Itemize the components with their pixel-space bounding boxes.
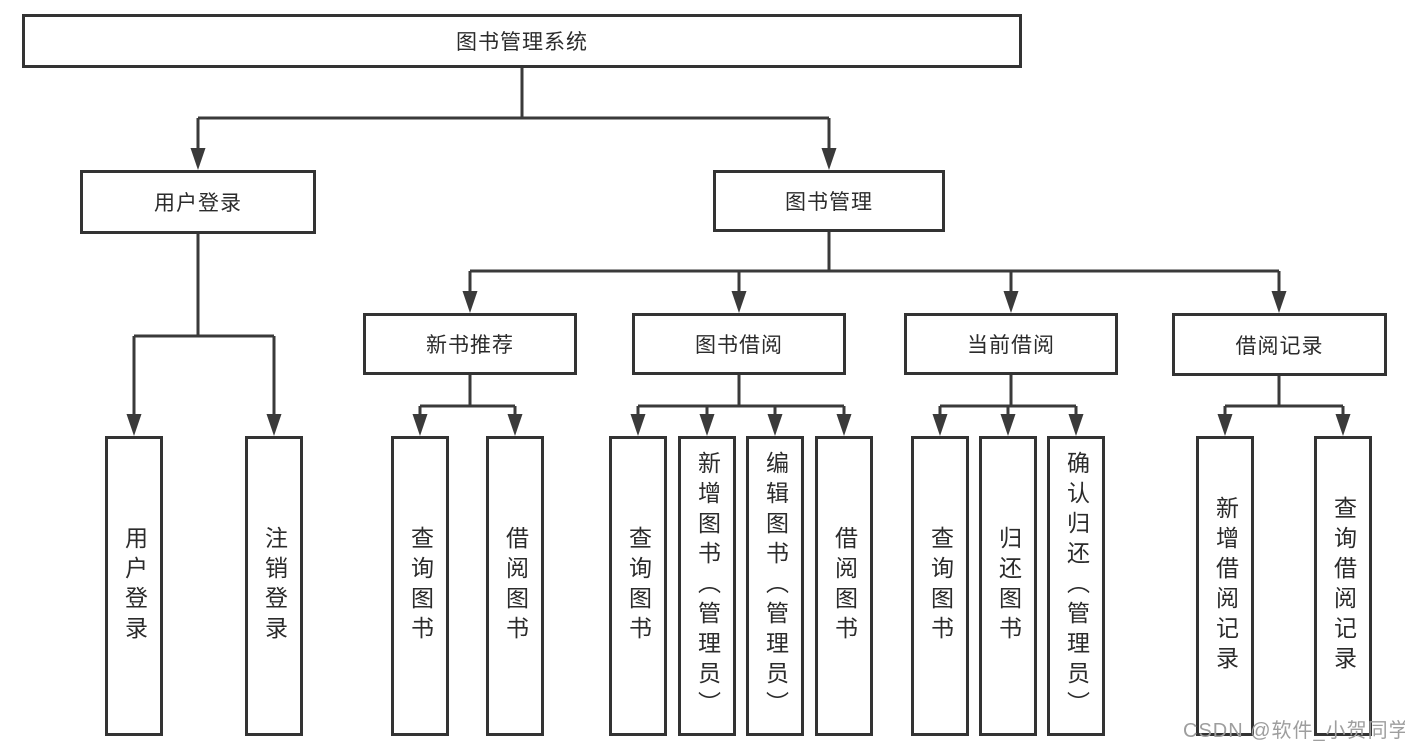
leaf-borrow-borrow-books: 借阅图书 xyxy=(815,436,873,736)
connector-borrow-record-split xyxy=(1217,375,1351,436)
connector-new-book-split xyxy=(412,375,523,436)
leaf-add-borrow-record: 新增借阅记录 xyxy=(1196,436,1254,736)
leaf-newbook-query-books: 查询图书 xyxy=(391,436,449,736)
node-book-management: 图书管理 xyxy=(713,170,945,232)
connector-root-split xyxy=(190,68,837,170)
connector-book-management-split xyxy=(462,232,1287,313)
connector-current-borrow-split xyxy=(932,375,1084,436)
leaf-query-borrow-record: 查询借阅记录 xyxy=(1314,436,1372,736)
csdn-watermark: CSDN @软件_小贺同学 xyxy=(1183,720,1405,742)
node-book-borrow: 图书借阅 xyxy=(632,313,846,375)
leaf-user-login: 用户登录 xyxy=(105,436,163,736)
leaf-current-query-books: 查询图书 xyxy=(911,436,969,736)
leaf-return-books: 归还图书 xyxy=(979,436,1037,736)
leaf-newbook-borrow-books: 借阅图书 xyxy=(486,436,544,736)
node-new-book-recommend: 新书推荐 xyxy=(363,313,577,375)
connector-book-borrow-split xyxy=(630,375,852,436)
node-root: 图书管理系统 xyxy=(22,14,1022,68)
leaf-edit-books-admin: 编辑图书（管理员） xyxy=(746,436,804,736)
leaf-add-books-admin: 新增图书（管理员） xyxy=(678,436,736,736)
node-current-borrow: 当前借阅 xyxy=(904,313,1118,375)
leaf-confirm-return-admin: 确认归还（管理员） xyxy=(1047,436,1105,736)
leaf-logout: 注销登录 xyxy=(245,436,303,736)
node-user-login: 用户登录 xyxy=(80,170,316,234)
node-borrow-record: 借阅记录 xyxy=(1172,313,1387,376)
leaf-borrow-query-books: 查询图书 xyxy=(609,436,667,736)
connector-user-login-split xyxy=(126,234,282,436)
